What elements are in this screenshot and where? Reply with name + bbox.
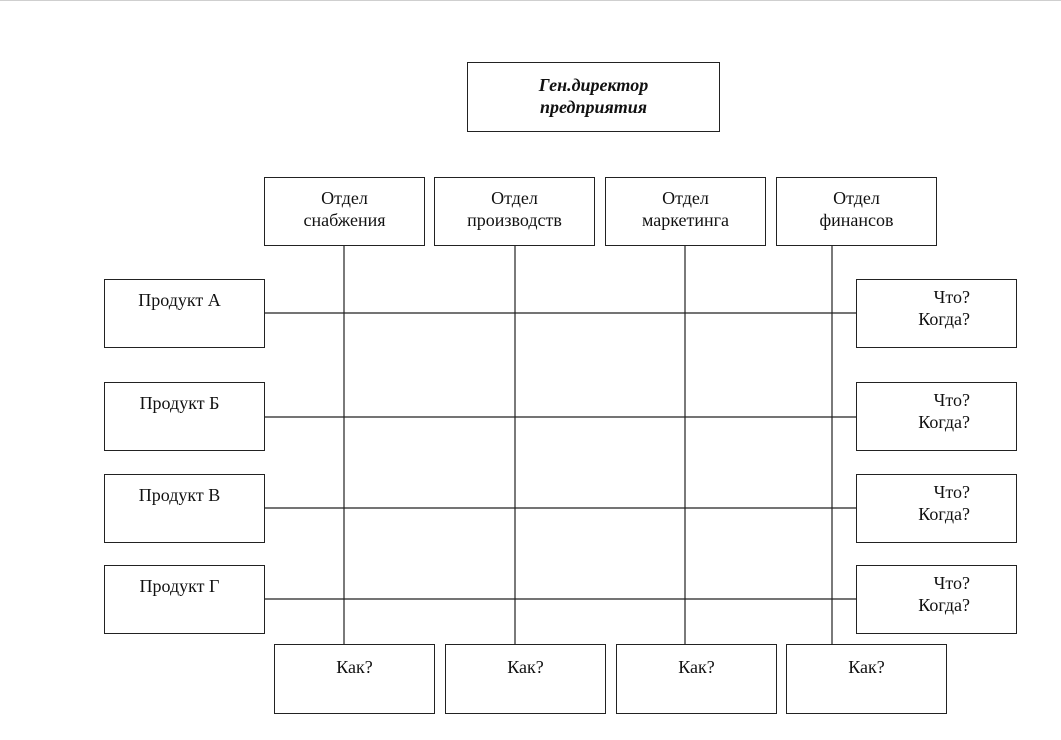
what-label: Что?	[933, 573, 970, 593]
department-label-line1: Отдел	[491, 188, 538, 208]
when-label: Когда?	[918, 412, 970, 432]
product-label: Продукт В	[138, 485, 221, 505]
how-label: Как?	[678, 657, 715, 677]
what-when-box-3: Что? Когда?	[856, 474, 1017, 543]
department-box-marketing: Отдел маркетинга	[605, 177, 766, 246]
department-box-supply: Отдел снабжения	[264, 177, 425, 246]
how-label: Как?	[848, 657, 885, 677]
department-box-production: Отдел производств	[434, 177, 595, 246]
department-label-line1: Отдел	[833, 188, 880, 208]
department-box-finance: Отдел финансов	[776, 177, 937, 246]
product-box-a: Продукт А	[104, 279, 265, 348]
what-label: Что?	[933, 287, 970, 307]
product-box-b: Продукт Б	[104, 382, 265, 451]
how-box-1: Как?	[274, 644, 435, 714]
department-label-line2: маркетинга	[641, 210, 730, 230]
page-top-rule	[0, 0, 1061, 1]
how-box-2: Как?	[445, 644, 606, 714]
when-label: Когда?	[918, 595, 970, 615]
director-box: Ген.директор предприятия	[467, 62, 720, 132]
department-label-line2: снабжения	[303, 210, 386, 230]
what-when-box-2: Что? Когда?	[856, 382, 1017, 451]
what-when-box-1: Что? Когда?	[856, 279, 1017, 348]
how-box-4: Как?	[786, 644, 947, 714]
how-label: Как?	[336, 657, 373, 677]
what-label: Что?	[933, 482, 970, 502]
department-label-line1: Отдел	[321, 188, 368, 208]
when-label: Когда?	[918, 504, 970, 524]
what-label: Что?	[933, 390, 970, 410]
department-label-line1: Отдел	[662, 188, 709, 208]
department-label-line2: финансов	[819, 210, 894, 230]
when-label: Когда?	[918, 309, 970, 329]
product-label: Продукт Г	[139, 576, 220, 596]
product-box-v: Продукт В	[104, 474, 265, 543]
what-when-box-4: Что? Когда?	[856, 565, 1017, 634]
product-label: Продукт А	[138, 290, 221, 310]
director-title-line1: Ген.директор	[538, 75, 649, 95]
how-label: Как?	[507, 657, 544, 677]
how-box-3: Как?	[616, 644, 777, 714]
director-title-line2: предприятия	[539, 97, 648, 117]
product-label: Продукт Б	[139, 393, 220, 413]
product-box-g: Продукт Г	[104, 565, 265, 634]
department-label-line2: производств	[467, 210, 562, 230]
